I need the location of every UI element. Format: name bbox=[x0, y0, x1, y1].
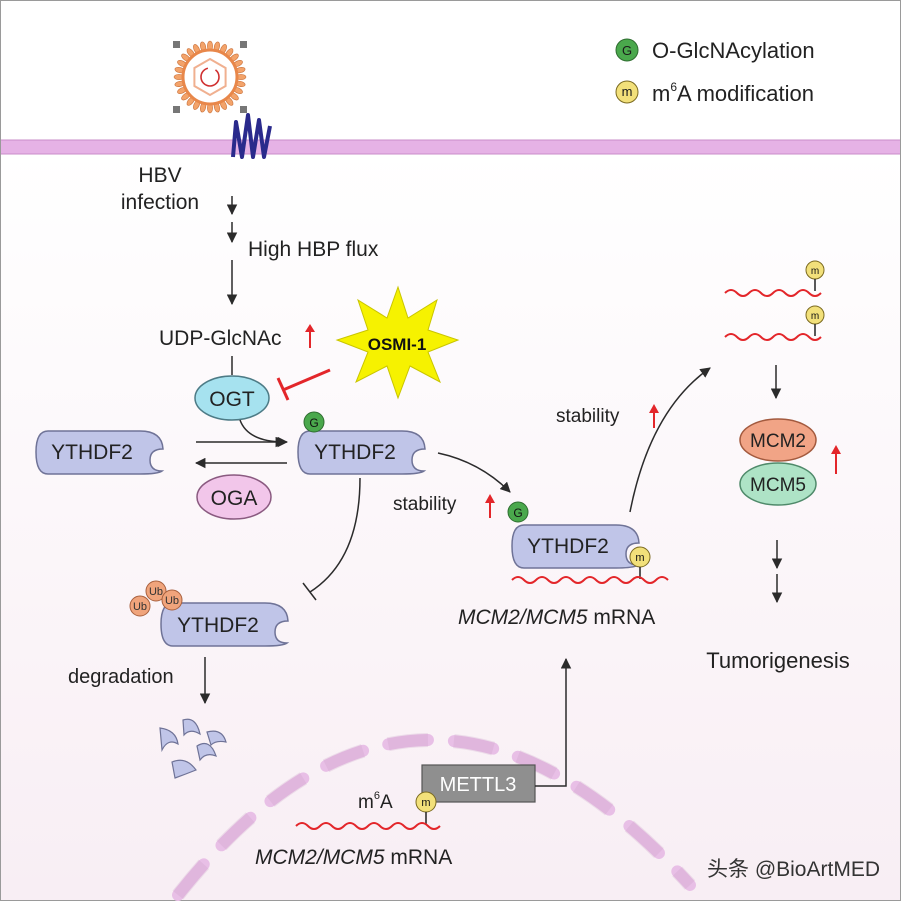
osmi-1-star-icon bbox=[335, 285, 460, 400]
m6a-complex-symbol: m bbox=[635, 552, 644, 564]
watermark: 头条 @BioArtMED bbox=[707, 858, 880, 881]
mcm2-protein bbox=[739, 418, 817, 462]
mettl3-enzyme bbox=[421, 764, 536, 803]
hbv-label: HBV bbox=[138, 164, 181, 187]
m6a-nuclear-symbol: m bbox=[421, 797, 430, 809]
stability-label-2: stability bbox=[556, 406, 620, 427]
mcm5-label: MCM5 bbox=[750, 475, 806, 496]
mrna-wave-stable-2 bbox=[724, 333, 822, 341]
legend-glcnac-icon bbox=[615, 38, 639, 62]
legend-m6a-label: m6A modification bbox=[652, 80, 814, 106]
ythdf2-unmodified-label: YTHDF2 bbox=[51, 441, 133, 464]
mettl3-label: METTL3 bbox=[440, 774, 517, 796]
oga-enzyme bbox=[196, 474, 272, 520]
oga-label: OGA bbox=[211, 487, 258, 510]
ythdf2-ubiquitinated-label: YTHDF2 bbox=[177, 614, 259, 637]
ub-label-1: Ub bbox=[133, 601, 147, 613]
legend: G O-GlcNAcylation m m6A modification bbox=[615, 38, 815, 106]
mcm5-protein bbox=[739, 462, 817, 506]
ub-label-3: Ub bbox=[165, 595, 179, 607]
mrna-label-complex: MCM2/MCM5 mRNA bbox=[458, 606, 655, 629]
m6a-stable-symbol-1: m bbox=[811, 266, 819, 277]
degradation-inhibition-line bbox=[309, 477, 361, 593]
tumorigenesis-label: Tumorigenesis bbox=[706, 648, 849, 673]
glcnac-complex-symbol: G bbox=[513, 506, 522, 520]
mcm2-label: MCM2 bbox=[750, 431, 806, 452]
glcnac-site-icon bbox=[303, 411, 325, 433]
ub-icon-3 bbox=[161, 589, 183, 611]
ub-icon-1 bbox=[129, 595, 151, 617]
glcnac-site-symbol: G bbox=[309, 416, 318, 430]
infection-label: infection bbox=[121, 191, 199, 214]
legend-m6a-icon bbox=[615, 80, 639, 104]
mrna-wave-complex bbox=[511, 576, 669, 584]
nuclear-envelope bbox=[172, 734, 696, 901]
glcnac-complex-icon bbox=[507, 501, 529, 523]
ythdf2-glcnacylated-label: YTHDF2 bbox=[314, 441, 396, 464]
ntcp-receptor-icon bbox=[231, 113, 272, 159]
mrna-wave-stable-1 bbox=[724, 289, 822, 297]
hbp-flux-label: High HBP flux bbox=[248, 238, 379, 261]
ogt-label: OGT bbox=[209, 388, 255, 411]
cell-membrane bbox=[0, 140, 901, 154]
extracellular-area bbox=[0, 0, 901, 150]
ogt-enzyme bbox=[194, 375, 270, 421]
legend-m6a-symbol: m bbox=[622, 84, 633, 99]
legend-glcnac-label: O-GlcNAcylation bbox=[652, 38, 815, 63]
ub-icon-2 bbox=[145, 580, 167, 602]
udp-glcnac-label: UDP-GlcNAc bbox=[159, 327, 282, 350]
protein-fragments-icon bbox=[159, 718, 227, 779]
osmi-inhibition-line bbox=[282, 368, 331, 392]
ub-label-2: Ub bbox=[149, 586, 163, 598]
stability-label-1: stability bbox=[393, 494, 457, 515]
ythdf2-complex-label: YTHDF2 bbox=[527, 535, 609, 558]
m6a-nuclear-label: m6A bbox=[358, 790, 393, 813]
hbv-virion-icon bbox=[173, 40, 247, 114]
m6a-stable-symbol-2: m bbox=[811, 311, 819, 322]
hbv-spike bbox=[235, 74, 247, 80]
osmi-1-label: OSMI-1 bbox=[368, 335, 427, 354]
mrna-label-nuclear: MCM2/MCM5 mRNA bbox=[255, 846, 452, 869]
mrna-wave-nuclear bbox=[295, 822, 441, 830]
degradation-label: degradation bbox=[68, 666, 174, 688]
legend-glcnac-symbol: G bbox=[622, 43, 632, 58]
